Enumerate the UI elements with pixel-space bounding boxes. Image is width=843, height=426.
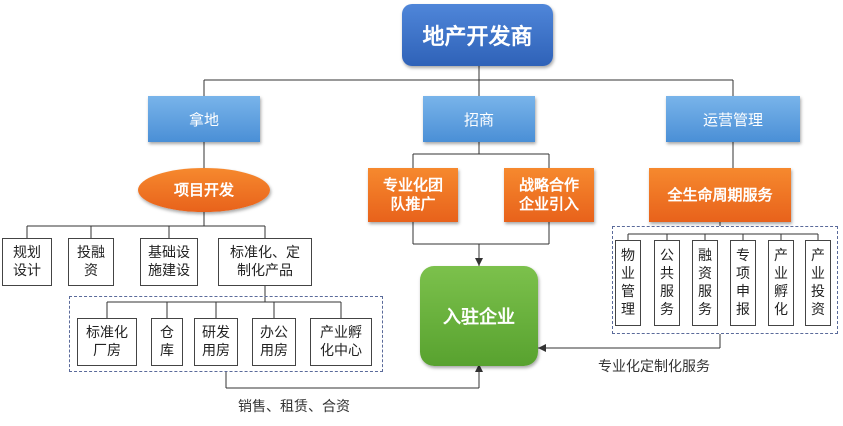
product-item-label: 仓 库 (160, 325, 174, 359)
project-item: 投融 资 (68, 238, 114, 286)
project-item-label: 基础设 施建设 (148, 245, 190, 279)
service-item-label: 物 业 管 理 (621, 248, 635, 318)
service-item-label: 产 业 孵 化 (774, 248, 788, 318)
lifecycle-node: 全生命周期服务 (649, 168, 791, 222)
lifecycle-label: 全生命周期服务 (667, 185, 773, 204)
product-item: 仓 库 (151, 318, 183, 366)
nadi-label: 拿地 (188, 110, 219, 129)
strategic-partner-node: 战略合作 企业引入 (504, 168, 594, 222)
service-item: 专 项 申 报 (730, 240, 756, 326)
project-item: 标准化、定 制化产品 (218, 238, 312, 286)
center-node: 入驻企业 (420, 266, 538, 366)
service-item: 融 资 服 务 (692, 240, 718, 326)
product-item: 办公 用房 (252, 318, 296, 366)
product-group (69, 296, 383, 372)
root-label: 地产开发商 (422, 25, 533, 50)
service-item: 物 业 管 理 (615, 240, 641, 326)
product-item-label: 研发 用房 (202, 325, 230, 359)
product-item: 研发 用房 (194, 318, 238, 366)
project-item: 规划 设计 (2, 238, 52, 286)
yunying-label: 运营管理 (702, 110, 763, 129)
product-item-label: 产业孵 化中心 (320, 325, 362, 359)
service-item: 产 业 投 资 (805, 240, 831, 326)
product-item: 标准化 厂房 (77, 318, 137, 366)
service-item-label: 公 共 服 务 (660, 248, 674, 318)
sales-label: 销售、租赁、合资 (238, 399, 350, 415)
nadi-node: 拿地 (148, 96, 260, 142)
team-promo-node: 专业化团 队推广 (368, 168, 458, 222)
service-item-label: 专 项 申 报 (736, 248, 750, 318)
service-item: 产 业 孵 化 (768, 240, 794, 326)
yunying-node: 运营管理 (666, 96, 800, 142)
product-item-label: 标准化 厂房 (86, 325, 128, 359)
strategic-partner-label: 战略合作 企业引入 (518, 176, 579, 213)
service-item: 公 共 服 务 (654, 240, 680, 326)
project-dev-label: 项目开发 (173, 180, 234, 199)
product-item-label: 办公 用房 (260, 325, 288, 359)
team-promo-label: 专业化团 队推广 (382, 176, 443, 213)
project-dev-node: 项目开发 (138, 168, 270, 212)
root-node: 地产开发商 (402, 4, 553, 66)
service-group (612, 226, 838, 334)
project-item-label: 投融 资 (77, 245, 105, 279)
center-label: 入驻企业 (443, 307, 515, 328)
product-item: 产业孵 化中心 (310, 318, 372, 366)
custom-service-label: 专业化定制化服务 (598, 359, 710, 375)
project-item-label: 标准化、定 制化产品 (230, 245, 300, 279)
service-item-label: 融 资 服 务 (698, 248, 712, 318)
project-item: 基础设 施建设 (140, 238, 198, 286)
zhaoshang-label: 招商 (463, 110, 494, 129)
project-item-label: 规划 设计 (13, 245, 41, 279)
zhaoshang-node: 招商 (423, 96, 535, 142)
service-item-label: 产 业 投 资 (811, 248, 825, 318)
